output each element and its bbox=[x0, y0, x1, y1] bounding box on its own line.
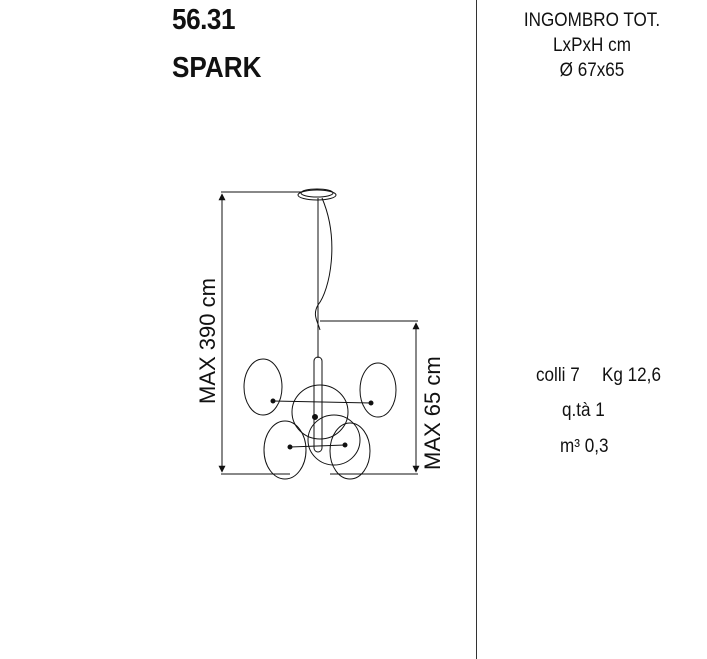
product-name: SPARK bbox=[172, 52, 262, 84]
dimension-lines bbox=[218, 191, 420, 475]
dimensions-units: LxPxH cm bbox=[553, 35, 631, 56]
volume: m³ 0,3 bbox=[560, 436, 609, 457]
dimensions-title: INGOMBRO TOT. bbox=[523, 10, 661, 31]
column-divider bbox=[476, 0, 477, 659]
glass-discs bbox=[243, 358, 397, 480]
lamp-canopy bbox=[297, 188, 337, 201]
package-weight: Kg 12,6 bbox=[602, 365, 661, 386]
body-height-label: MAX 65 cm bbox=[420, 356, 445, 470]
overall-dimensions: INGOMBRO TOT. LxPxH cm Ø 67x65 bbox=[489, 8, 696, 83]
dimensions-value: Ø 67x65 bbox=[559, 60, 625, 81]
lamp-body bbox=[270, 197, 374, 453]
total-height-label: MAX 390 cm bbox=[195, 278, 220, 404]
product-code: 56.31 bbox=[172, 4, 236, 36]
quantity: q.tà 1 bbox=[562, 400, 605, 421]
packages-count: colli 7 bbox=[536, 365, 580, 386]
